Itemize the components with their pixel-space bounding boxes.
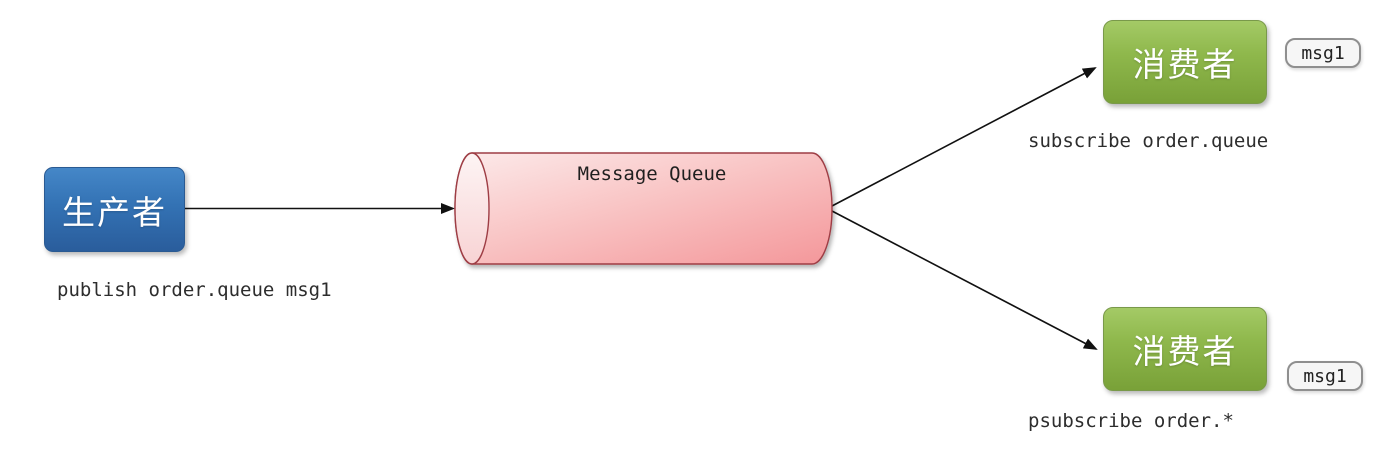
consumer-bottom-label: 消费者: [1132, 332, 1238, 371]
consumer-bottom-node: 消费者: [1103, 307, 1267, 391]
consumer-top-caption: subscribe order.queue: [1028, 130, 1269, 152]
consumer-top-node: 消费者: [1103, 20, 1267, 104]
consumer-bottom-caption: psubscribe order.*: [1028, 410, 1234, 432]
message-badge-bottom: msg1: [1287, 361, 1363, 391]
producer-caption: publish order.queue msg1: [57, 279, 332, 301]
message-queue-cylinder: [454, 152, 833, 265]
producer-label: 生产者: [62, 192, 167, 232]
message-badge-top: msg1: [1285, 38, 1361, 68]
producer-node: 生产者: [44, 167, 185, 252]
queue-label: Message Queue: [577, 163, 727, 185]
consumer-top-label: 消费者: [1132, 45, 1238, 84]
arrow-queue-to-consumer-top: [831, 67, 1097, 207]
arrow-queue-to-consumer-bottom: [831, 210, 1098, 350]
cylinder-left-face: [454, 152, 490, 265]
